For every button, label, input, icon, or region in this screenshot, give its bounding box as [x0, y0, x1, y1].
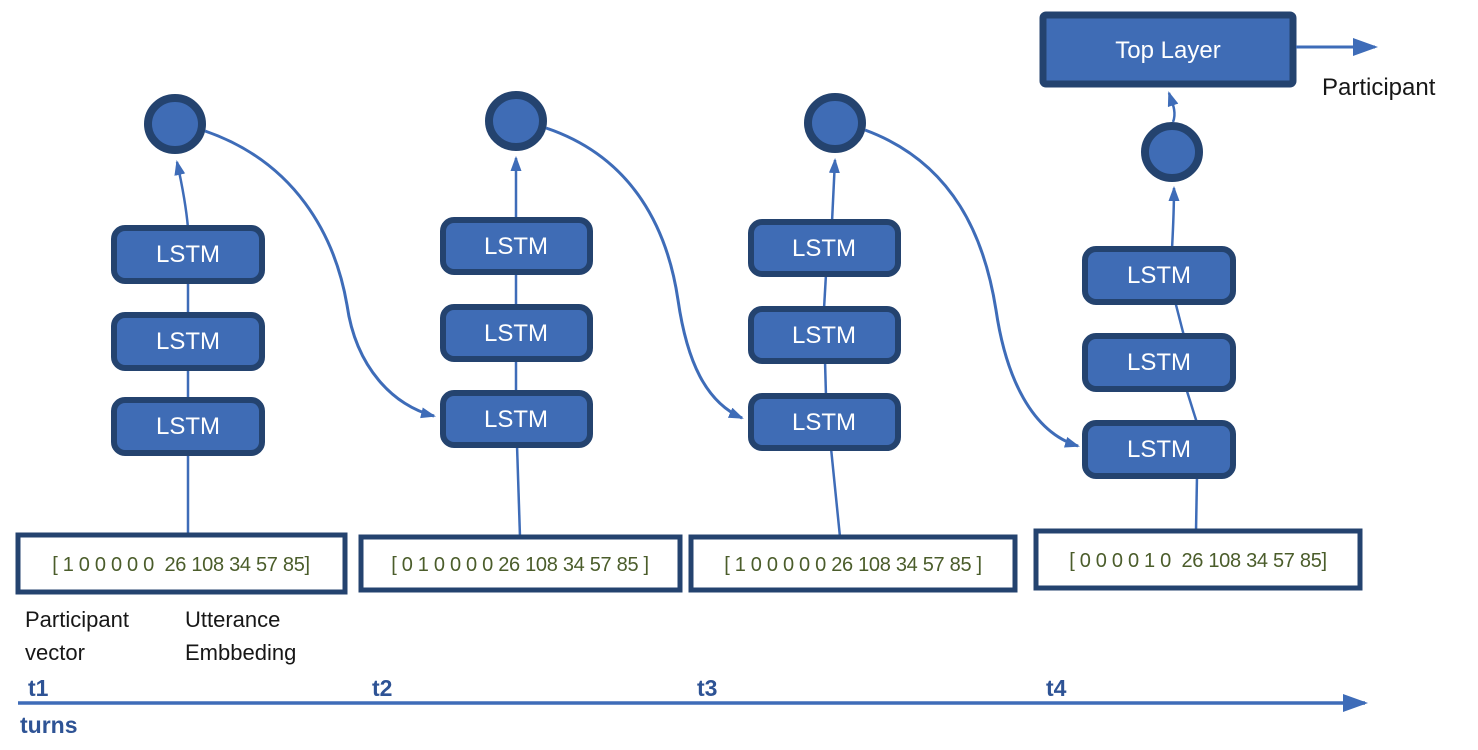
- utterance-embedding-label-line2: Embbeding: [185, 640, 296, 665]
- timeline-tick-t3: t3: [697, 675, 717, 701]
- output-participant-label: Participant: [1322, 74, 1436, 101]
- hidden-state-circle-t2: [485, 91, 547, 151]
- recurrent-arrow-t3-t4: [864, 128, 1080, 448]
- input-vector-box-t1: [15, 532, 348, 595]
- lstm-label: LSTM: [484, 233, 548, 260]
- edge-state-to-top-layer: [1167, 91, 1179, 123]
- top-layer-box: [1039, 11, 1297, 88]
- input-vector-text-t3: [ 1 0 0 0 0 0 26 108 34 57 85 ]: [724, 554, 982, 576]
- lstm-box-t1-bottom: [111, 397, 265, 456]
- timestep-column-t2: LSTM LSTM LSTM: [440, 91, 593, 538]
- lstm-box-t3-middle: [748, 306, 901, 364]
- lstm-label: LSTM: [156, 241, 220, 268]
- lstm-label: LSTM: [156, 328, 220, 355]
- lstm-label: LSTM: [1127, 349, 1191, 376]
- timeline-axis-label: turns: [20, 712, 78, 738]
- lstm-box-t3-top: [748, 219, 901, 277]
- timeline-tick-t1: t1: [28, 675, 49, 701]
- lstm-label: LSTM: [1127, 262, 1191, 289]
- lstm-box-t2-bottom: [440, 390, 593, 448]
- vector-annotations: Participant vector Utterance Embbeding: [25, 607, 296, 665]
- edge-lstm2-to-lstm1-t4: [1173, 300, 1186, 337]
- edge-lstm1-to-state-t1: [174, 160, 190, 229]
- lstm-box-t3-bottom: [748, 393, 901, 451]
- input-vector-box-t2: [358, 534, 683, 593]
- lstm-label: LSTM: [156, 413, 220, 440]
- lstm-label: LSTM: [1127, 436, 1191, 463]
- lstm-label: LSTM: [484, 406, 548, 433]
- input-vector-text-t4: [ 0 0 0 0 1 0 26 108 34 57 85]: [1069, 550, 1327, 572]
- lstm-box-t2-middle: [440, 304, 593, 362]
- edge-lstm1-to-state-t3: [828, 158, 840, 223]
- timestep-column-t3: LSTM LSTM LSTM: [748, 93, 901, 538]
- timestep-column-t1: LSTM LSTM LSTM: [111, 94, 265, 535]
- input-vector-text-t1: [ 1 0 0 0 0 0 26 108 34 57 85]: [52, 554, 310, 576]
- edge-lstm1-to-state-t4: [1168, 186, 1180, 250]
- hidden-state-circle-t4: [1141, 122, 1203, 182]
- lstm-box-t1-middle: [111, 312, 265, 371]
- edge-input-to-lstm-t3: [829, 447, 842, 538]
- utterance-embedding-label-line1: Utterance: [185, 607, 280, 632]
- participant-vector-label-line1: Participant: [25, 607, 129, 632]
- recurrent-arrow-t2-t3: [545, 126, 744, 420]
- edge-lstm3-to-lstm2-t4: [1184, 387, 1199, 424]
- hidden-state-circle-t1: [144, 94, 206, 154]
- edge-input-to-lstm-t4: [1194, 475, 1199, 532]
- lstm-box-t4-top: [1082, 246, 1236, 305]
- input-vector-text-t2: [ 0 1 0 0 0 0 26 108 34 57 85 ]: [391, 554, 649, 576]
- input-vector-box-t4: [1033, 528, 1363, 591]
- input-vector-box-t3: [688, 534, 1018, 593]
- timeline-tick-t4: t4: [1046, 675, 1067, 701]
- input-vectors: [ 1 0 0 0 0 0 26 108 34 57 85] [ 0 1 0 0…: [15, 528, 1363, 595]
- top-layer-label: Top Layer: [1115, 37, 1220, 64]
- recurrent-arrow-t1-t2: [204, 129, 436, 419]
- output-section: Top Layer Participant: [1039, 11, 1436, 123]
- lstm-box-t4-bottom: [1082, 420, 1236, 479]
- edge-lstm3-to-lstm2-t3: [823, 360, 828, 397]
- lstm-box-t2-top: [440, 217, 593, 275]
- hidden-state-circle-t3: [804, 93, 866, 153]
- lstm-label: LSTM: [792, 409, 856, 436]
- lstm-label: LSTM: [792, 235, 856, 262]
- lstm-label: LSTM: [484, 320, 548, 347]
- edge-lstm2-to-lstm1-t3: [822, 273, 828, 310]
- timestep-column-t4: LSTM LSTM LSTM: [1082, 122, 1236, 532]
- edge-input-to-lstm-t2: [515, 444, 522, 538]
- timeline-axis: t1 t2 t3 t4 turns: [18, 675, 1368, 738]
- timeline-tick-t2: t2: [372, 675, 392, 701]
- lstm-label: LSTM: [792, 322, 856, 349]
- lstm-box-t4-middle: [1082, 333, 1236, 392]
- lstm-box-t1-top: [111, 225, 265, 284]
- participant-vector-label-line2: vector: [25, 640, 85, 665]
